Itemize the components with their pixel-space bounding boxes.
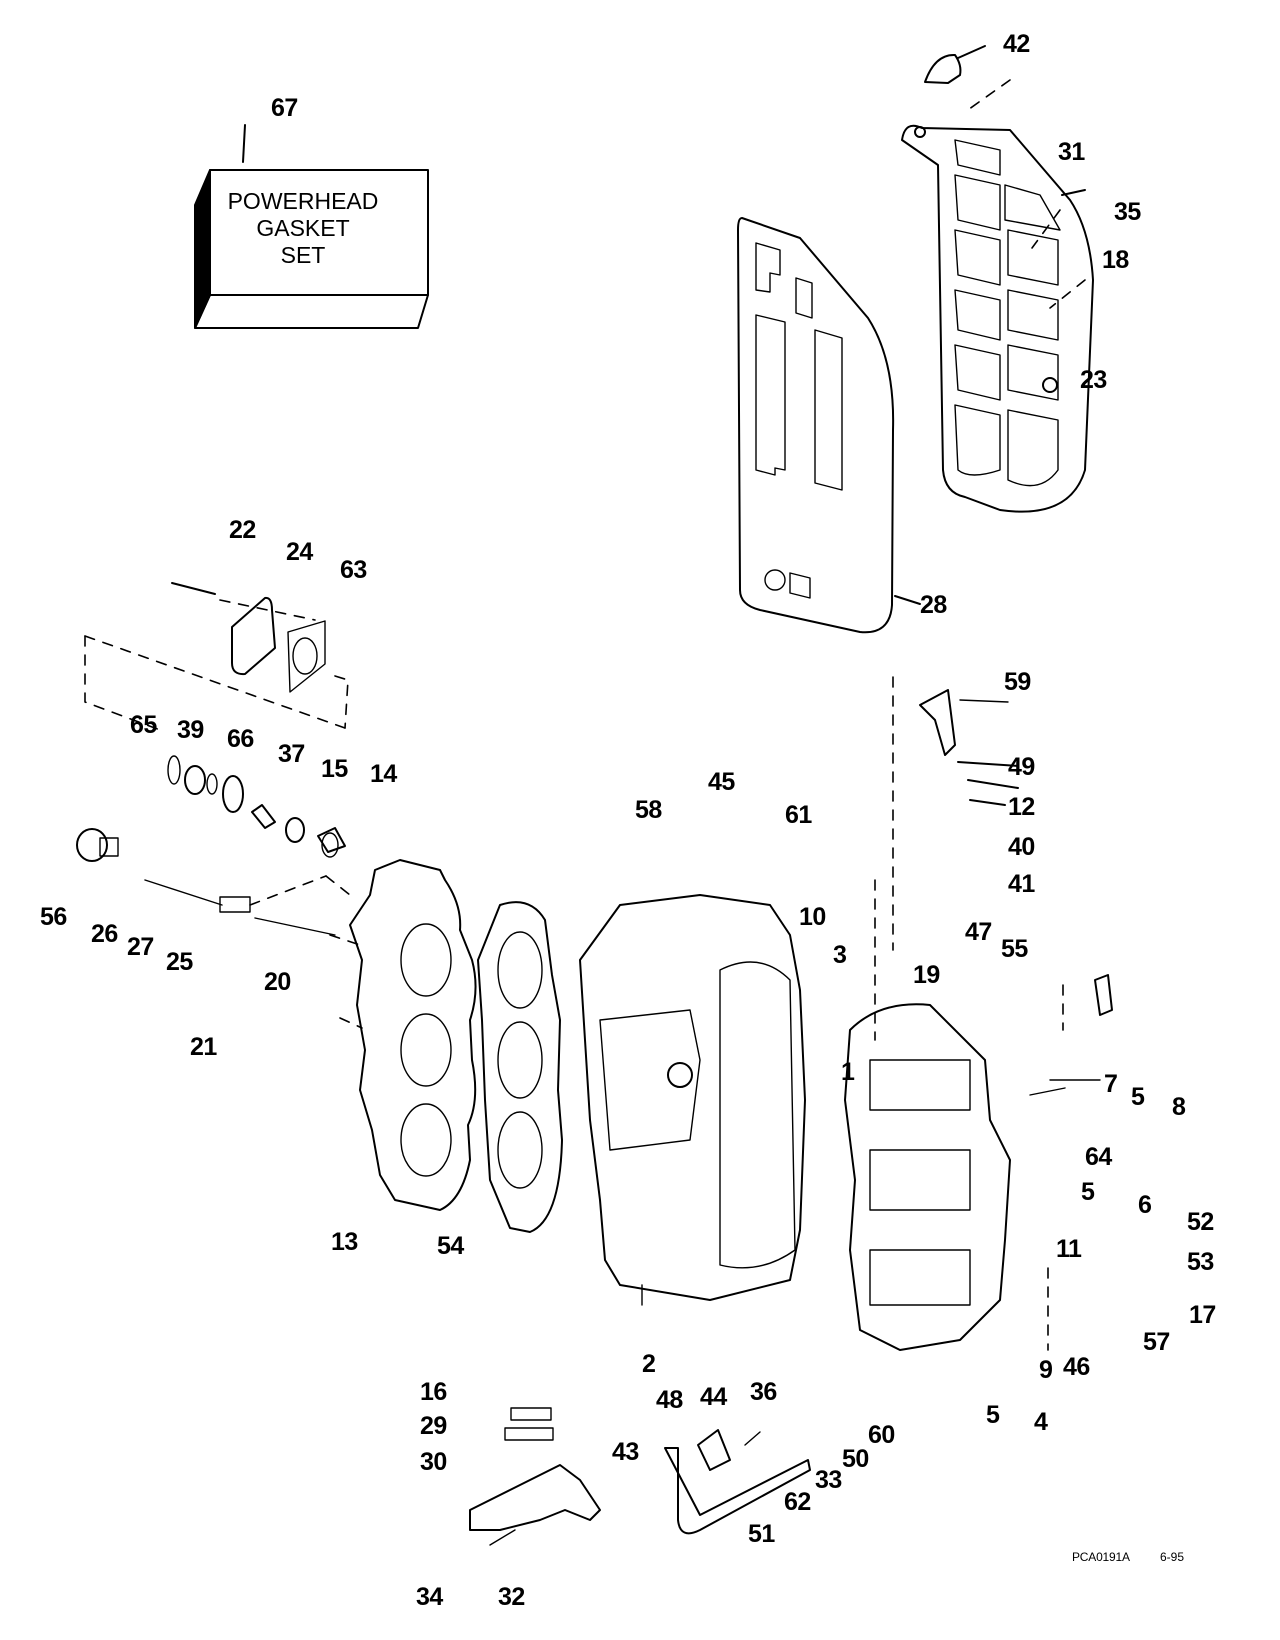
callout-2: 2 [642, 1350, 656, 1378]
gasket-set-line-3: SET [280, 242, 326, 268]
callout-5c: 5 [986, 1401, 1000, 1429]
callout-9: 9 [1039, 1356, 1053, 1384]
callout-49: 49 [1008, 753, 1035, 781]
callout-35: 35 [1114, 198, 1141, 226]
callout-63: 63 [340, 556, 367, 584]
thermostat-cover-assembly [84, 582, 349, 731]
callout-28: 28 [920, 591, 947, 619]
callout-43: 43 [612, 1438, 639, 1466]
callout-44: 44 [700, 1383, 727, 1411]
callout-53: 53 [1187, 1248, 1214, 1276]
callout-8: 8 [1172, 1093, 1186, 1121]
exhaust-cover [901, 79, 1094, 513]
callout-67: 67 [271, 94, 298, 122]
callout-41: 41 [1008, 870, 1035, 898]
callout-14: 14 [370, 760, 397, 788]
callout-33: 33 [815, 1466, 842, 1494]
callout-4: 4 [1034, 1408, 1048, 1436]
callout-56: 56 [40, 903, 67, 931]
callout-47: 47 [965, 918, 992, 946]
callout-34: 34 [416, 1583, 443, 1611]
callout-12: 12 [1008, 793, 1035, 821]
callout-54: 54 [437, 1232, 464, 1260]
callout-20: 20 [264, 968, 291, 996]
callout-18: 18 [1102, 246, 1129, 274]
callout-52: 52 [1187, 1208, 1214, 1236]
plug-and-sender [76, 828, 351, 913]
callout-3: 3 [833, 941, 847, 969]
callout-50: 50 [842, 1445, 869, 1473]
drawing-reference-date: 6-95 [1160, 1550, 1185, 1564]
callout-51: 51 [748, 1520, 775, 1548]
gasket-set-box [194, 124, 429, 329]
cylinder-head [254, 859, 477, 1211]
callout-40: 40 [1008, 833, 1035, 861]
thermostat-parts [167, 755, 346, 858]
drawing-reference-code: PCA0191A [1072, 1550, 1130, 1564]
callout-19: 19 [913, 961, 940, 989]
callout-60: 60 [868, 1421, 895, 1449]
callout-62: 62 [784, 1488, 811, 1516]
callout-16: 16 [420, 1378, 447, 1406]
callout-32: 32 [498, 1583, 525, 1611]
callout-1: 1 [841, 1058, 855, 1086]
callout-7: 7 [1104, 1070, 1118, 1098]
callout-64: 64 [1085, 1143, 1112, 1171]
callout-23: 23 [1080, 366, 1107, 394]
callout-36: 36 [750, 1378, 777, 1406]
callout-57: 57 [1143, 1328, 1170, 1356]
callout-15: 15 [321, 755, 348, 783]
callout-24: 24 [286, 538, 313, 566]
callout-21: 21 [190, 1033, 217, 1061]
callout-66: 66 [227, 725, 254, 753]
cylinder-block [579, 894, 806, 1306]
callout-42: 42 [1003, 30, 1030, 58]
callout-5a: 5 [1131, 1083, 1145, 1111]
gasket-set-label: POWERHEAD GASKET SET [218, 188, 388, 269]
callout-59: 59 [1004, 668, 1031, 696]
callout-46: 46 [1063, 1353, 1090, 1381]
callout-37: 37 [278, 740, 305, 768]
callout-26: 26 [91, 920, 118, 948]
callout-48: 48 [656, 1386, 683, 1414]
callout-13: 13 [331, 1228, 358, 1256]
callout-22: 22 [229, 516, 256, 544]
callout-31: 31 [1058, 138, 1085, 166]
crankcase-small-parts [892, 676, 1113, 1096]
callout-29: 29 [420, 1412, 447, 1440]
linkage-parts [469, 1407, 811, 1546]
gasket-set-line-2: GASKET [256, 215, 350, 241]
head-gasket [477, 901, 563, 1233]
gasket-set-line-1: POWERHEAD [227, 188, 379, 214]
callout-55: 55 [1001, 935, 1028, 963]
callout-17: 17 [1189, 1301, 1216, 1329]
callout-61: 61 [785, 801, 812, 829]
crankcase [844, 879, 1064, 1351]
callout-10: 10 [799, 903, 826, 931]
callout-5b: 5 [1081, 1178, 1095, 1206]
callout-39: 39 [177, 716, 204, 744]
callout-25: 25 [166, 948, 193, 976]
callout-58: 58 [635, 796, 662, 824]
callout-45: 45 [708, 768, 735, 796]
callout-30: 30 [420, 1448, 447, 1476]
callout-27: 27 [127, 933, 154, 961]
callout-11: 11 [1056, 1235, 1082, 1263]
callout-65: 65 [130, 711, 157, 739]
plug-part [924, 45, 986, 84]
callout-6: 6 [1138, 1191, 1152, 1219]
exhaust-cover-gasket [737, 217, 921, 634]
